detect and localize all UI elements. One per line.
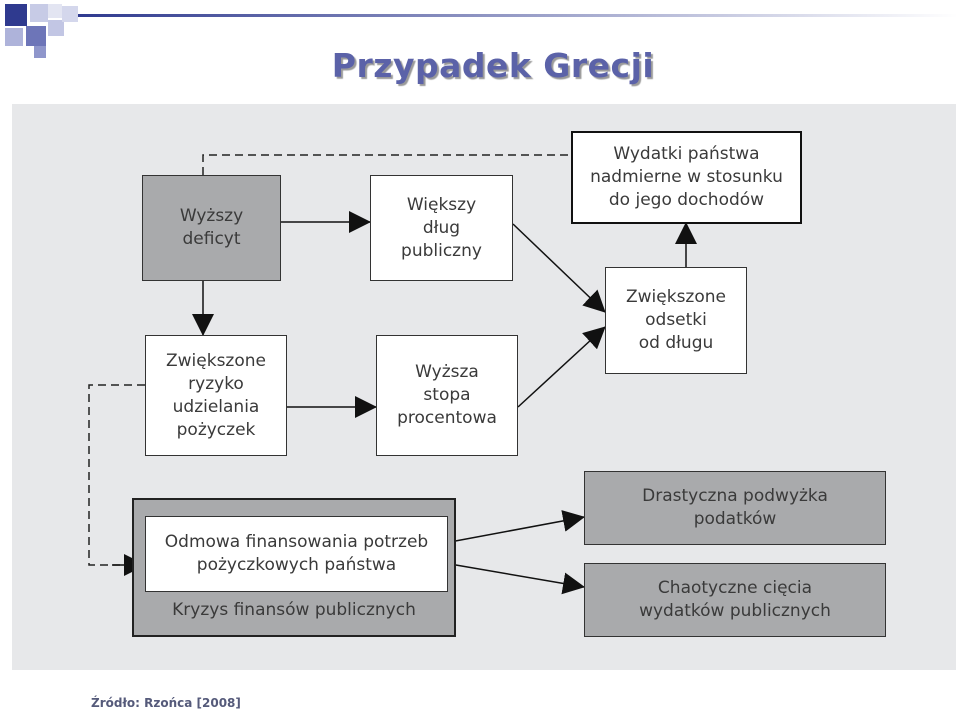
- page-title: Przypadek Grecji: [331, 46, 655, 85]
- arrow-dlug-odsetki: [512, 223, 606, 313]
- node-chaotyczne-ciecia: Chaotyczne cięcia wydatków publicznych: [584, 563, 886, 637]
- node-odmowa-finansowania: Odmowa finansowania potrzeb pożyczkowych…: [145, 516, 448, 592]
- arrow-stopa-odsetki: [517, 326, 606, 408]
- dashed-link-deficyt-wydatki: [202, 154, 571, 175]
- arrow-odmowa-ciecia: [449, 563, 585, 595]
- crisis-label: Kryzys finansów publicznych: [172, 600, 416, 620]
- node-drastyczna-podwyzka: Drastyczna podwyżka podatków: [584, 471, 886, 545]
- node-wyzszy-deficyt: Wyższy deficyt: [142, 175, 281, 281]
- source-note: Źródło: Rzońca [2008]: [91, 696, 241, 710]
- node-zwiekszone-odsetki: Zwiększone odsetki od długu: [605, 267, 747, 374]
- node-wiekszy-dlug: Większy dług publiczny: [370, 175, 513, 281]
- arrow-odmowa-podatki: [449, 510, 585, 543]
- node-wydatki-panstwa: Wydatki państwa nadmierne w stosunku do …: [571, 131, 802, 224]
- node-zwiekszone-ryzyko: Zwiększone ryzyko udzielania pożyczek: [145, 335, 287, 456]
- node-wyzsza-stopa: Wyższa stopa procentowa: [376, 335, 518, 456]
- dashed-link-ryzyko-odmowa: [88, 384, 145, 566]
